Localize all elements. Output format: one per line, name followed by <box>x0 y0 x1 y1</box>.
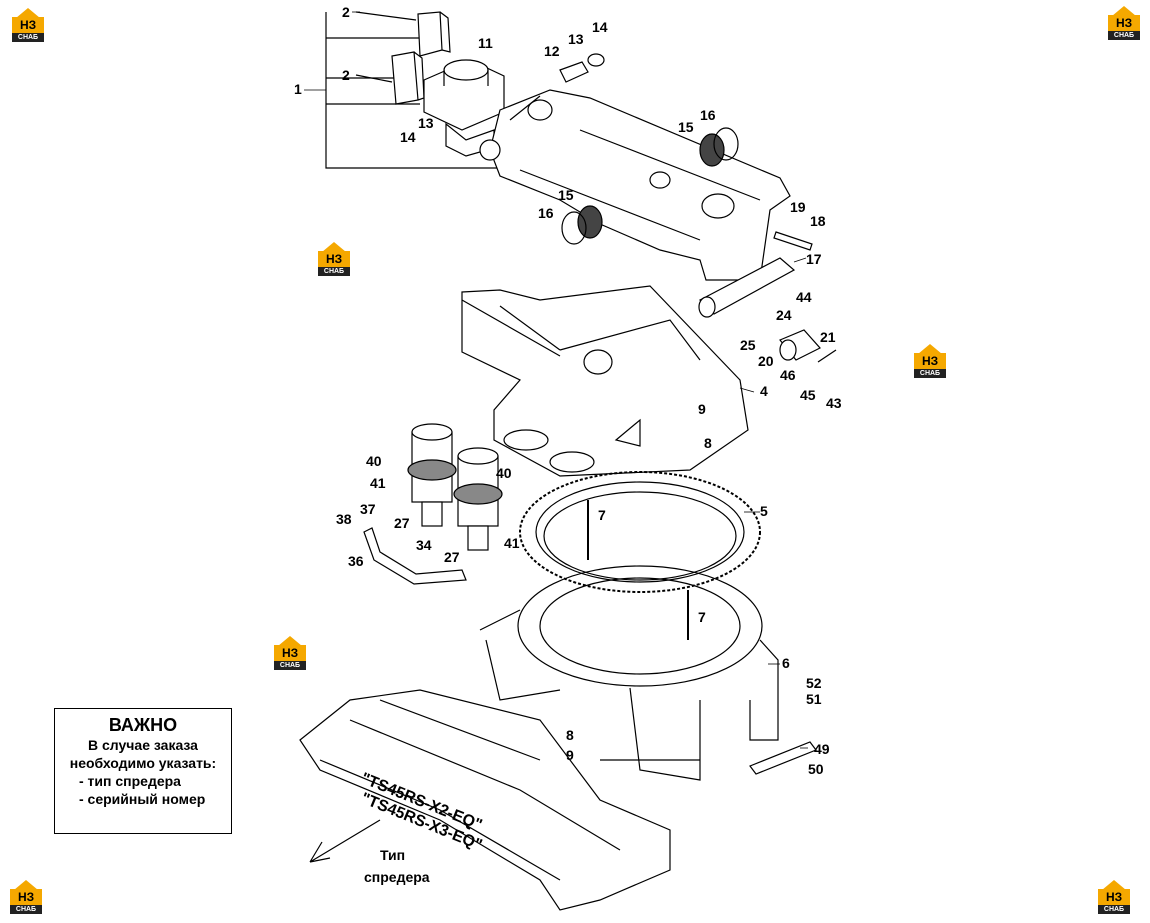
spreader-type-label-line1: Тип <box>380 847 405 863</box>
callout-8b: 8 <box>566 727 574 743</box>
ring-16-upper <box>713 127 739 161</box>
callout-24: 24 <box>776 307 792 323</box>
brand-logo: НЗ СНАБ <box>1094 880 1134 916</box>
callout-44: 44 <box>796 289 812 305</box>
callout-40a: 40 <box>366 453 382 469</box>
callout-41a: 41 <box>370 475 386 491</box>
callout-36: 36 <box>348 553 364 569</box>
callout-51: 51 <box>806 691 822 707</box>
callout-7a: 7 <box>598 507 606 523</box>
callout-43: 43 <box>826 395 842 411</box>
callout-27a: 27 <box>394 515 410 531</box>
pin-12 <box>559 61 589 83</box>
base-frame-6 <box>479 609 779 781</box>
brand-logo-word: СНАБ <box>914 369 946 378</box>
note-title: ВАЖНО <box>108 715 178 735</box>
callout-38: 38 <box>336 511 352 527</box>
callout-49: 49 <box>814 741 830 757</box>
brand-logo-word: СНАБ <box>10 905 42 914</box>
brand-logo: НЗ СНАБ <box>910 344 950 380</box>
brand-logo-word: СНАБ <box>318 267 350 276</box>
callout-15a: 15 <box>678 119 694 135</box>
callout-21: 21 <box>820 329 836 345</box>
brand-logo-mark: НЗ <box>922 354 939 368</box>
spreader-assembly <box>299 689 671 911</box>
callout-9b: 9 <box>566 747 574 763</box>
callout-2b: 2 <box>342 67 350 83</box>
brand-logo-mark: НЗ <box>20 18 37 32</box>
group-bracket-1 <box>325 12 500 169</box>
brand-logo-mark: НЗ <box>326 252 343 266</box>
callout-40b: 40 <box>496 465 512 481</box>
callout-9a: 9 <box>698 401 706 417</box>
plate-18 <box>773 231 813 251</box>
callout-46: 46 <box>780 367 796 383</box>
brand-logo-mark: НЗ <box>18 890 35 904</box>
callout-18: 18 <box>810 213 826 229</box>
callout-13a: 13 <box>568 31 584 47</box>
note-line-2: необходимо указать: <box>69 755 217 771</box>
rotator-cap <box>443 59 489 81</box>
note-line-1: В случае заказа <box>88 737 198 753</box>
brand-logo: НЗ СНАБ <box>314 242 354 278</box>
callout-16a: 16 <box>700 107 716 123</box>
callout-12: 12 <box>544 43 560 59</box>
brand-logo-word: СНАБ <box>1098 905 1130 914</box>
strap-34 <box>363 527 467 585</box>
callout-34: 34 <box>416 537 432 553</box>
drive-motor-27a <box>407 423 457 527</box>
callout-16b: 16 <box>538 205 554 221</box>
callout-14b: 14 <box>400 129 416 145</box>
callout-4: 4 <box>760 383 768 399</box>
ring-16-lower <box>561 211 587 245</box>
callout-52: 52 <box>806 675 822 691</box>
callout-14a: 14 <box>592 19 608 35</box>
callout-11: 11 <box>478 35 493 51</box>
slewing-ring-5 <box>519 471 761 593</box>
callout-5: 5 <box>760 503 768 519</box>
brand-logo: НЗ СНАБ <box>8 8 48 44</box>
spreader-type-label-line2: спредера <box>364 869 430 885</box>
brand-logo: НЗ СНАБ <box>270 636 310 672</box>
callout-19: 19 <box>790 199 806 215</box>
plate-49 <box>749 741 817 775</box>
clamp-block-upper <box>417 11 451 57</box>
brand-logo-mark: НЗ <box>282 646 299 660</box>
main-frame <box>489 89 791 281</box>
direction-arrow <box>309 819 381 863</box>
brand-logo-mark: НЗ <box>1116 16 1133 30</box>
callout-41b: 41 <box>504 535 520 551</box>
callout-45: 45 <box>800 387 816 403</box>
callout-25: 25 <box>740 337 756 353</box>
rotation-head-4 <box>461 285 749 477</box>
brand-logo-mark: НЗ <box>1106 890 1123 904</box>
note-item-2: - серийный номер <box>79 791 206 807</box>
callout-37: 37 <box>360 501 376 517</box>
callout-2a: 2 <box>342 4 350 20</box>
callout-8a: 8 <box>704 435 712 451</box>
brand-logo-word: СНАБ <box>1108 31 1140 40</box>
callout-50: 50 <box>808 761 824 777</box>
brand-logo-word: СНАБ <box>274 661 306 670</box>
callout-1: 1 <box>294 81 302 97</box>
clamp-block-lower <box>391 51 425 105</box>
base-ring <box>517 565 763 687</box>
brand-logo: НЗ СНАБ <box>6 880 46 916</box>
callout-13b: 13 <box>418 115 434 131</box>
callout-15b: 15 <box>558 187 574 203</box>
drive-motor-27b <box>453 447 503 551</box>
bushing-15-upper <box>699 133 725 167</box>
note-item-1: - тип спредера <box>79 773 181 789</box>
bushing-15-lower <box>577 205 603 239</box>
callout-27b: 27 <box>444 549 460 565</box>
brand-logo-word: СНАБ <box>12 33 44 42</box>
callout-7b: 7 <box>698 609 706 625</box>
important-note: ВАЖНО В случае заказа необходимо указать… <box>54 708 232 834</box>
callout-20: 20 <box>758 353 774 369</box>
callout-6: 6 <box>782 655 790 671</box>
brand-logo: НЗ СНАБ <box>1104 6 1144 42</box>
callout-17: 17 <box>806 251 822 267</box>
